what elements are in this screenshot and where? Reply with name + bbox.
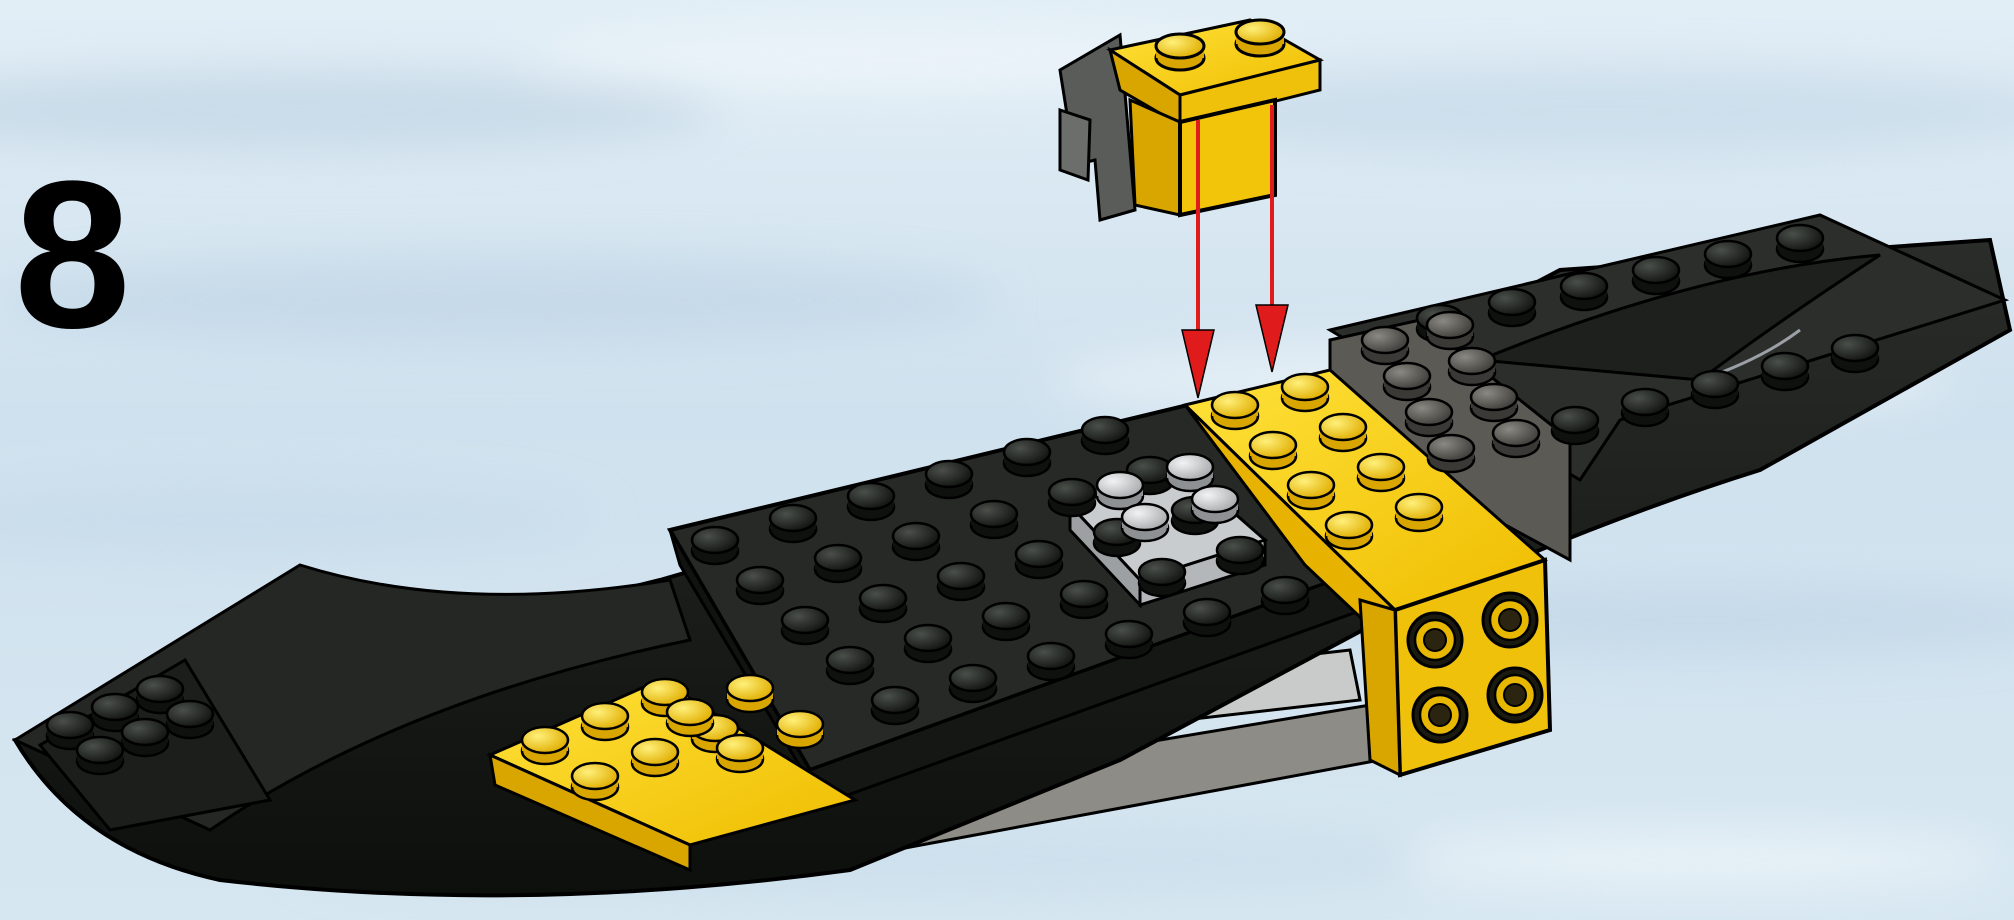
stud	[983, 603, 1029, 640]
stud	[582, 703, 628, 740]
stud	[1384, 363, 1430, 400]
stud	[1427, 312, 1473, 349]
stud	[1106, 621, 1152, 658]
stud	[971, 501, 1017, 538]
stud	[905, 625, 951, 662]
stud	[893, 523, 939, 560]
stud	[1622, 389, 1668, 426]
stud	[1705, 241, 1751, 278]
stud	[572, 763, 618, 800]
stud	[1777, 225, 1823, 262]
boat-hull	[15, 215, 2010, 895]
stud	[1449, 348, 1495, 385]
stud	[1552, 407, 1598, 444]
stud	[1184, 599, 1230, 636]
side-stud	[1483, 593, 1537, 647]
stud	[1320, 414, 1366, 451]
stud	[1406, 399, 1452, 436]
stud	[770, 505, 816, 542]
stud	[1061, 581, 1107, 618]
stud	[1489, 289, 1535, 326]
stud	[1192, 486, 1238, 523]
stud	[782, 607, 828, 644]
stud	[827, 647, 873, 684]
stud	[1493, 420, 1539, 457]
stud	[1762, 353, 1808, 390]
stud	[1082, 417, 1128, 454]
stud	[122, 719, 168, 756]
stud	[522, 727, 568, 764]
stud	[1358, 454, 1404, 491]
stud	[692, 527, 738, 564]
side-stud	[1413, 688, 1467, 742]
stud	[777, 711, 823, 748]
stud	[1097, 472, 1143, 509]
stud	[1692, 371, 1738, 408]
stud	[950, 665, 996, 702]
stud	[1122, 504, 1168, 541]
stud	[1212, 392, 1258, 429]
stud	[167, 701, 213, 738]
stud	[1016, 541, 1062, 578]
stud	[1004, 439, 1050, 476]
stud	[1250, 432, 1296, 469]
stud	[1396, 494, 1442, 531]
stud	[1362, 327, 1408, 364]
stud	[1139, 559, 1185, 596]
stud	[1167, 454, 1213, 491]
stud	[815, 545, 861, 582]
stud	[1217, 537, 1263, 574]
side-stud	[1488, 668, 1542, 722]
stud	[1832, 335, 1878, 372]
stud	[77, 737, 123, 774]
stud	[1282, 374, 1328, 411]
stud	[1288, 472, 1334, 509]
new-part	[1060, 20, 1320, 220]
stud	[737, 567, 783, 604]
side-stud	[1408, 613, 1462, 667]
stud	[1326, 512, 1372, 549]
stud	[1471, 384, 1517, 421]
stud	[1028, 643, 1074, 680]
stud	[632, 739, 678, 776]
stud	[1561, 273, 1607, 310]
stud	[1049, 479, 1095, 516]
stud	[848, 483, 894, 520]
stud	[727, 675, 773, 712]
stud	[717, 735, 763, 772]
stud	[1262, 577, 1308, 614]
stud	[1428, 435, 1474, 472]
stud	[938, 563, 984, 600]
stud	[667, 699, 713, 736]
stud	[872, 687, 918, 724]
stud	[1633, 257, 1679, 294]
stud	[926, 461, 972, 498]
stud	[860, 585, 906, 622]
